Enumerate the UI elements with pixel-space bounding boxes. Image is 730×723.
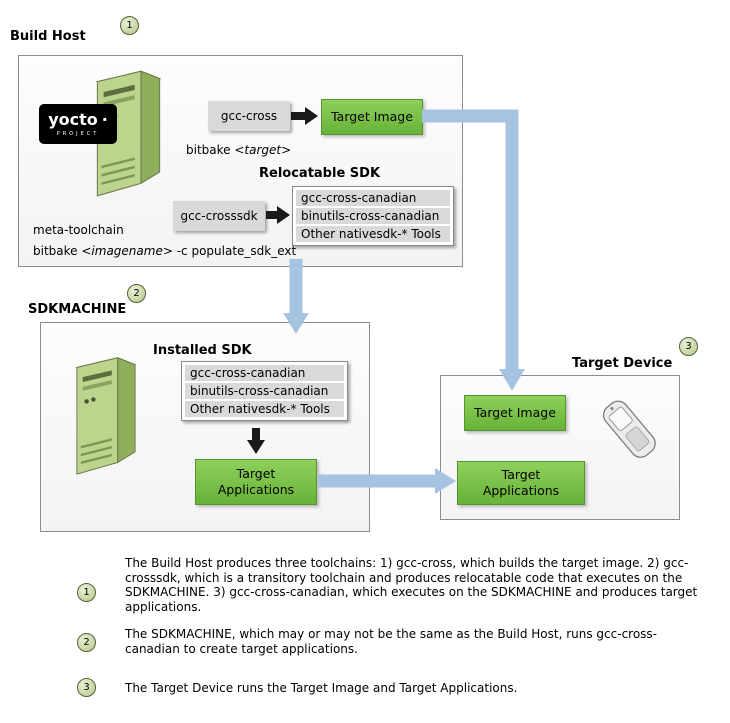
build-host-badge-number: 1: [126, 20, 133, 31]
note-1-text: The Build Host produces three toolchains…: [125, 556, 698, 614]
relocatable-sdk-title: Relocatable SDK: [259, 166, 381, 181]
note-2-badge: 2: [77, 633, 96, 652]
build-host-badge: 1: [120, 16, 139, 35]
sdkmachine-badge-number: 2: [133, 288, 140, 299]
yocto-logo: yocto· PROJECT: [39, 104, 117, 144]
build-host-title: Build Host: [10, 29, 86, 44]
note-3-badge-number: 3: [83, 682, 90, 693]
sdkmachine-title: SDKMACHINE: [28, 302, 127, 317]
note-1-badge: 1: [77, 583, 96, 602]
build-host-box: yocto· PROJECT gcc-cross Target Image bi…: [18, 55, 463, 267]
bitbake-target-command: bitbake: [186, 143, 235, 157]
sdkmachine-badge: 2: [127, 284, 146, 303]
tool-row-binutils-cross-canadian: binutils-cross-canadian: [185, 383, 344, 399]
meta-toolchain-caption: meta-toolchain: [33, 223, 124, 237]
tool-row-gcc-cross-canadian: gcc-cross-canadian: [185, 365, 344, 381]
target-device-box: Target Image Target Applications: [440, 375, 680, 520]
bitbake-sdk-command: bitbake: [33, 244, 82, 258]
tool-row-other-nativesdk-tools: Other nativesdk-* Tools: [185, 401, 344, 417]
target-applications-box-sdkmachine: Target Applications: [195, 459, 317, 505]
bitbake-sdk-caption: bitbake <imagename> -c populate_sdk_ext: [33, 244, 296, 258]
mobile-device-icon: [602, 400, 656, 458]
target-device-badge: 3: [679, 337, 698, 356]
installed-sdk-title: Installed SDK: [153, 343, 252, 358]
bitbake-target-arg: <target>: [234, 143, 292, 157]
target-device-badge-number: 3: [685, 341, 692, 352]
tool-row-other-nativesdk-tools: Other nativesdk-* Tools: [296, 226, 450, 242]
relocatable-sdk-tools-box: gcc-cross-canadian binutils-cross-canadi…: [292, 186, 454, 246]
gcc-crosssdk-box: gcc-crosssdk: [173, 201, 265, 231]
sdkmachine-box: Installed SDK gcc-cross-canadian binutil…: [40, 322, 370, 532]
note-3-badge: 3: [77, 678, 96, 697]
gcc-cross-box: gcc-cross: [208, 101, 290, 131]
computer-tower-icon: [75, 357, 137, 475]
bitbake-sdk-arg: <imagename>: [81, 244, 173, 258]
target-applications-box-device: Target Applications: [457, 461, 585, 505]
target-device-title: Target Device: [572, 356, 673, 371]
yocto-logo-project: PROJECT: [56, 130, 100, 137]
note-1-badge-number: 1: [83, 587, 90, 598]
note-2-badge-number: 2: [83, 637, 90, 648]
tool-row-binutils-cross-canadian: binutils-cross-canadian: [296, 208, 450, 224]
yocto-logo-name: yocto·: [48, 109, 108, 129]
installed-sdk-tools-box: gcc-cross-canadian binutils-cross-canadi…: [181, 361, 348, 421]
tool-row-gcc-cross-canadian: gcc-cross-canadian: [296, 190, 450, 206]
bitbake-target-caption: bitbake <target>: [186, 143, 291, 157]
target-image-box-device: Target Image: [464, 395, 566, 431]
target-image-box-buildhost: Target Image: [321, 99, 423, 135]
note-2-text: The SDKMACHINE, which may or may not be …: [125, 627, 658, 656]
bitbake-sdk-suffix: -c populate_sdk_ext: [172, 244, 297, 258]
note-3-text: The Target Device runs the Target Image …: [125, 681, 518, 695]
